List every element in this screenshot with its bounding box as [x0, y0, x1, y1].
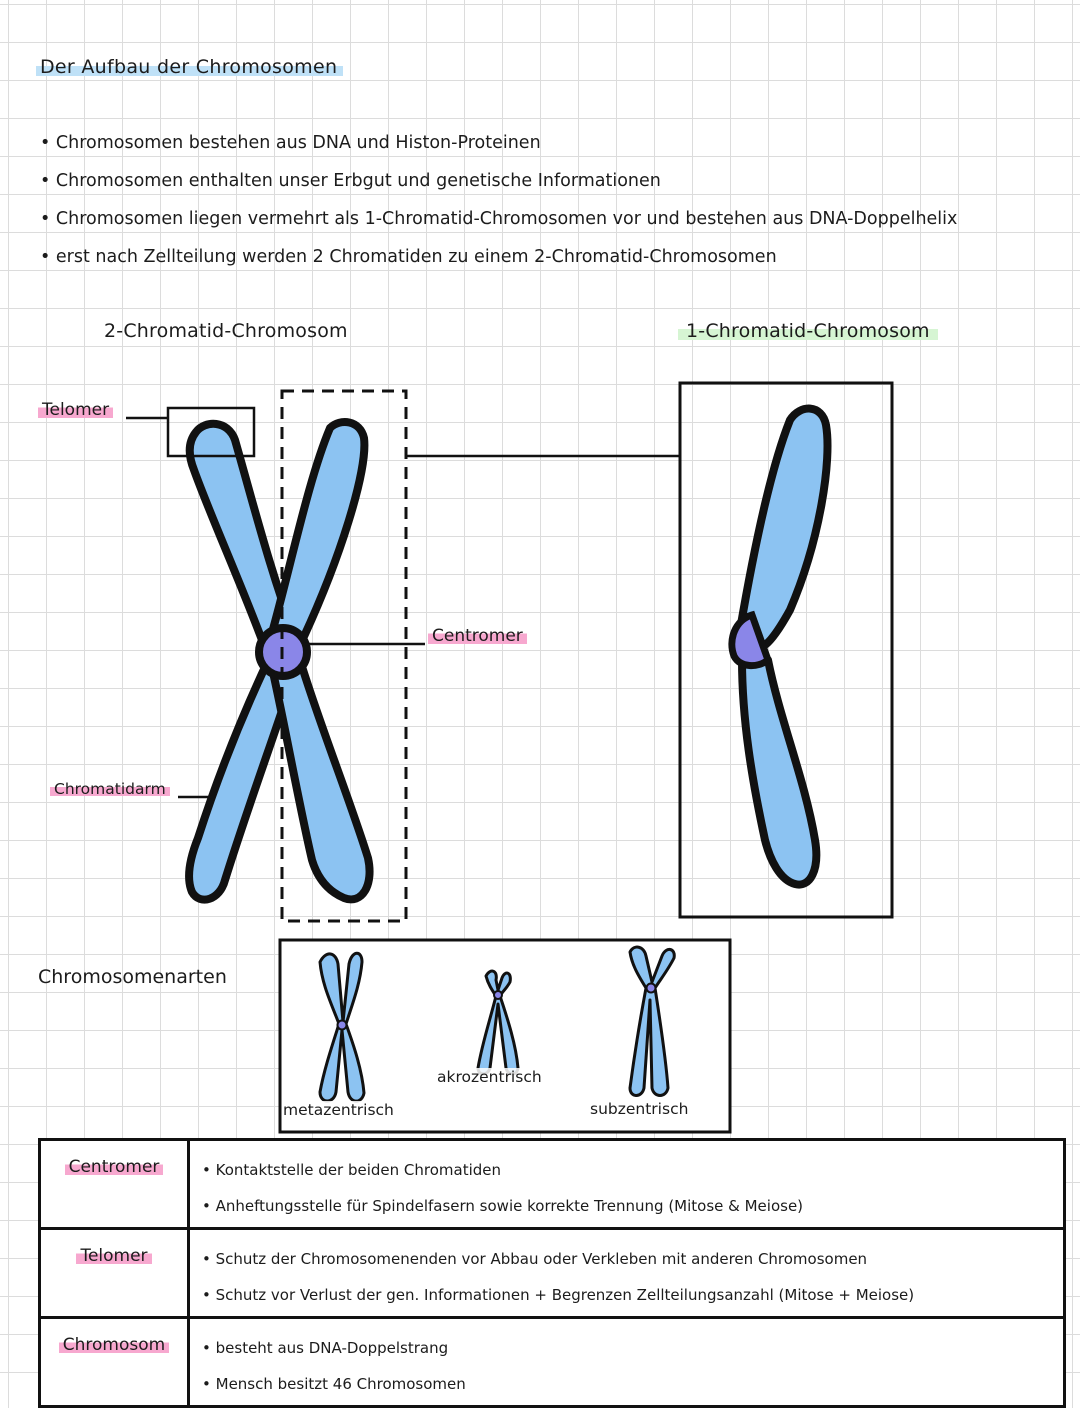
- chromosome-types-heading: Chromosomenarten: [38, 966, 227, 988]
- submetacentric-chromosome: [628, 945, 676, 1097]
- bullet-item: Chromosomen bestehen aus DNA und Histon-…: [40, 128, 957, 166]
- definition-line: Kontaktstelle der beiden Chromatiden: [202, 1155, 1063, 1191]
- heading-1-chromatid: 1-Chromatid-Chromosom: [678, 320, 938, 342]
- chromatid-arm-upper-right: [266, 418, 369, 649]
- intro-bullet-list: Chromosomen bestehen aus DNA und Histon-…: [40, 128, 958, 280]
- type-caption-submetacentric: subzentrisch: [590, 1100, 689, 1118]
- term-telomer: Telomer: [76, 1246, 152, 1266]
- table-row: Chromosom besteht aus DNA-Doppelstrang M…: [38, 1316, 1066, 1408]
- definition-line: Mensch besitzt 46 Chromosomen: [202, 1369, 1063, 1405]
- definitions-table: Centromer Kontaktstelle der beiden Chrom…: [38, 1138, 1066, 1408]
- single-chromatid-upper-arm: [736, 404, 832, 649]
- bullet-item: Chromosomen liegen vermehrt als 1-Chroma…: [40, 204, 958, 242]
- chromatidarm-label: Chromatidarm: [50, 780, 170, 798]
- chromatid-highlight-box: [280, 389, 408, 923]
- chromatid-arm-lower-right: [268, 656, 374, 904]
- chromatid-arm-lower-left: [185, 661, 300, 904]
- heading-2-chromatid: 2-Chromatid-Chromosom: [104, 320, 348, 342]
- centromere-1-chromatid: [728, 610, 773, 669]
- centromer-label: Centromer: [428, 626, 527, 646]
- type-caption-acrocentric: akrozentrisch: [437, 1068, 542, 1086]
- definition-line: Schutz vor Verlust der gen. Informatione…: [202, 1280, 1063, 1316]
- single-chromatid-lower-arm: [738, 656, 821, 889]
- telomer-box: [166, 406, 256, 458]
- single-chromatid-box: [678, 381, 894, 919]
- definition-line: Anheftungsstelle für Spindelfasern sowie…: [202, 1191, 1063, 1227]
- telomer-label: Telomer: [38, 400, 114, 420]
- table-row: Centromer Kontaktstelle der beiden Chrom…: [38, 1138, 1066, 1230]
- term-centromer: Centromer: [64, 1157, 164, 1177]
- table-row: Telomer Schutz der Chromosomenenden vor …: [38, 1227, 1066, 1319]
- definition-line: besteht aus DNA-Doppelstrang: [202, 1333, 1063, 1369]
- bullet-item: erst nach Zellteilung werden 2 Chromatid…: [40, 242, 957, 280]
- bullet-item: Chromosomen enthalten unser Erbgut und g…: [40, 166, 957, 204]
- page-title: Der Aufbau der Chromosomen: [36, 56, 344, 78]
- definition-line: Schutz der Chromosomenenden vor Abbau od…: [202, 1244, 1063, 1280]
- type-caption-metacentric: metazentrisch: [283, 1101, 394, 1119]
- term-chromosom: Chromosom: [58, 1335, 170, 1355]
